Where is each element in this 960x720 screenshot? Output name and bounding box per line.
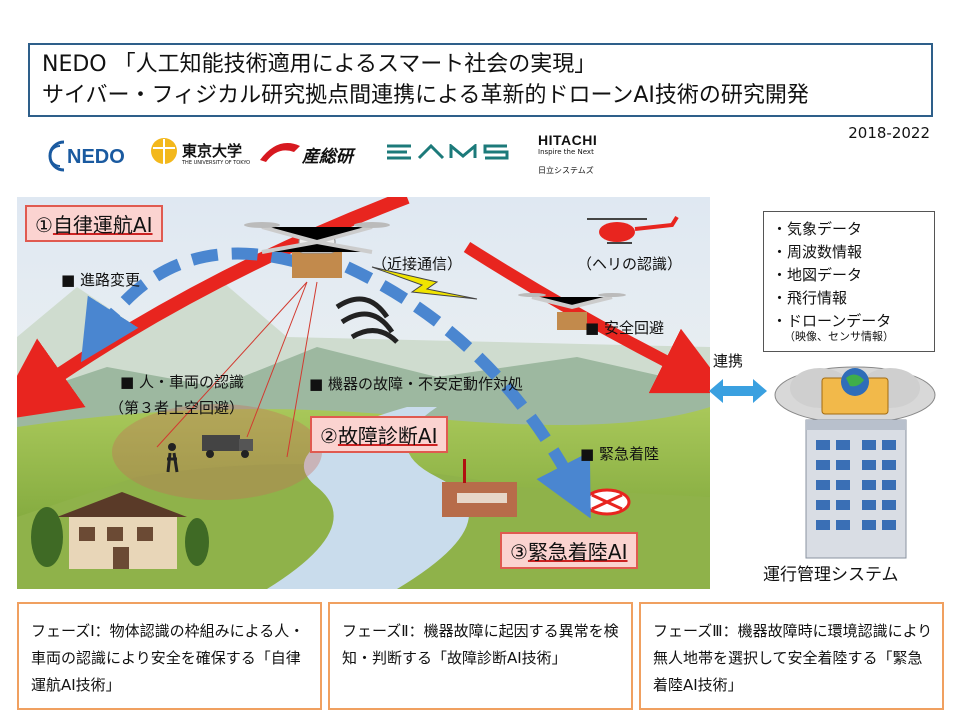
data-list-item: ・ドローンデータ — [772, 312, 892, 330]
nedo-logo: NEDO — [40, 136, 125, 180]
ai-box-autonomous-number: ① — [35, 213, 53, 237]
heli-recognition-label: （ヘリの認識） — [577, 255, 683, 273]
nedo-logo-text: NEDO — [67, 146, 125, 168]
hitachi-tagline: Inspire the Next — [538, 148, 594, 156]
near-comm-label: （近接通信） — [372, 255, 463, 273]
emergency-landing-dashed-path — [344, 261, 591, 519]
house-icon — [57, 492, 187, 569]
eams-logo-mark — [387, 142, 509, 160]
operation-management-system-label: 運行管理システム — [763, 565, 899, 585]
route-change-label: ■ 進路変更 — [61, 271, 140, 289]
equipment-fault-label: ■ 機器の故障・不安定動作対処 — [309, 375, 523, 393]
todai-logo: 東京大学 THE UNIVERSITY OF TOKYO — [150, 136, 250, 170]
phase-2-text: フェーズⅡ：機器故障に起因する異常を検知・判断する「故障診断AI技術」 — [342, 622, 619, 667]
hitachi-logo: HITACHI Inspire the Next 日立システムズ — [538, 132, 597, 176]
wind-icon — [335, 296, 399, 344]
sanso-logo-mark — [258, 140, 302, 168]
phase-1-box: フェーズⅠ：物体認識の枠組みによる人・車両の認識により安全を確保する「自律運航A… — [17, 602, 322, 710]
data-list-item: ・気象データ — [772, 220, 863, 238]
ai-box-autonomous-text: 自律運航AI — [52, 213, 153, 237]
phase-3-text: フェーズⅢ：機器故障時に環境認識により無人地帯を選択して安全着陸する「緊急着陸A… — [653, 622, 933, 694]
truck-icon — [202, 435, 253, 458]
ai-box-emergency-number: ③ — [510, 540, 528, 564]
eams-logo — [385, 142, 515, 164]
title-line-1: NEDO 「人工知能技術適用によるスマート社会の実現」 — [42, 52, 597, 77]
link-label: 連携 — [713, 352, 744, 370]
route-change-arrow — [17, 197, 410, 422]
ai-box-autonomous: ①自律運航AI — [25, 205, 163, 242]
data-list-item: ・飛行情報 — [772, 289, 848, 307]
data-list-box: ・気象データ ・周波数情報 ・地図データ ・飛行情報 ・ドローンデータ （映像、… — [763, 211, 935, 352]
project-years: 2018-2022 — [848, 124, 930, 142]
drone-secondary-icon — [518, 293, 626, 330]
ai-box-fault-diagnosis: ②故障診断AI — [310, 416, 448, 453]
hitachi-systems-text: 日立システムズ — [538, 166, 594, 175]
safe-avoid-label: ■ 安全回避 — [585, 319, 664, 337]
helicopter-icon — [587, 215, 679, 244]
phase-1-text: フェーズⅠ：物体認識の枠組みによる人・車両の認識により安全を確保する「自律運航A… — [31, 622, 305, 694]
drone-main-icon — [244, 222, 390, 278]
drone-scene-illustration: ①自律運航AI ■ 進路変更 （近接通信） （ヘリの認識） ■ 安全回避 ■ 人… — [17, 197, 710, 589]
emergency-landing-label: ■ 緊急着陸 — [580, 445, 659, 463]
building-icon — [442, 459, 517, 517]
landing-x-icon — [583, 488, 631, 516]
person-vehicle-label: ■ 人・車両の認識 — [120, 373, 244, 391]
person-icon — [166, 443, 179, 473]
todai-logo-text: 東京大学 — [182, 142, 243, 160]
ai-box-fault-number: ② — [320, 424, 338, 448]
ginkgo-icon — [151, 138, 177, 164]
third-party-label: （第３者上空回避） — [109, 399, 245, 417]
bidirectional-arrow-icon — [709, 379, 767, 403]
ai-box-emergency-text: 緊急着陸AI — [527, 540, 628, 564]
ai-box-fault-text: 故障診断AI — [337, 424, 438, 448]
logo-row: NEDO 東京大学 THE UNIVERSITY OF TOKYO 産総研 HI… — [40, 132, 620, 180]
sanso-logo-text: 産総研 — [302, 147, 353, 167]
ai-box-emergency-landing: ③緊急着陸AI — [500, 532, 638, 569]
slide-title-box: NEDO 「人工知能技術適用によるスマート社会の実現」 サイバー・フィジカル研究… — [28, 43, 933, 117]
lightning-icon — [371, 266, 478, 300]
cloud-server-building-icon — [774, 366, 936, 559]
route-change-dashed-path — [80, 247, 299, 363]
title-line-2: サイバー・フィジカル研究拠点間連携による革新的ドローンAI技術の研究開発 — [42, 83, 809, 108]
nedo-swirl-icon — [48, 140, 65, 172]
phase-2-box: フェーズⅡ：機器故障に起因する異常を検知・判断する「故障診断AI技術」 — [328, 602, 633, 710]
aist-swoosh-icon — [260, 143, 300, 162]
data-list-item: ・周波数情報 — [772, 243, 863, 261]
todai-logo-subtext: THE UNIVERSITY OF TOKYO — [182, 160, 251, 166]
phase-3-box: フェーズⅢ：機器故障時に環境認識により無人地帯を選択して安全着陸する「緊急着陸A… — [639, 602, 944, 710]
data-list-item: ・地図データ — [772, 266, 863, 284]
hitachi-logo-text: HITACHI — [538, 132, 598, 148]
data-list-subnote: （映像、センサ情報） — [784, 330, 894, 343]
